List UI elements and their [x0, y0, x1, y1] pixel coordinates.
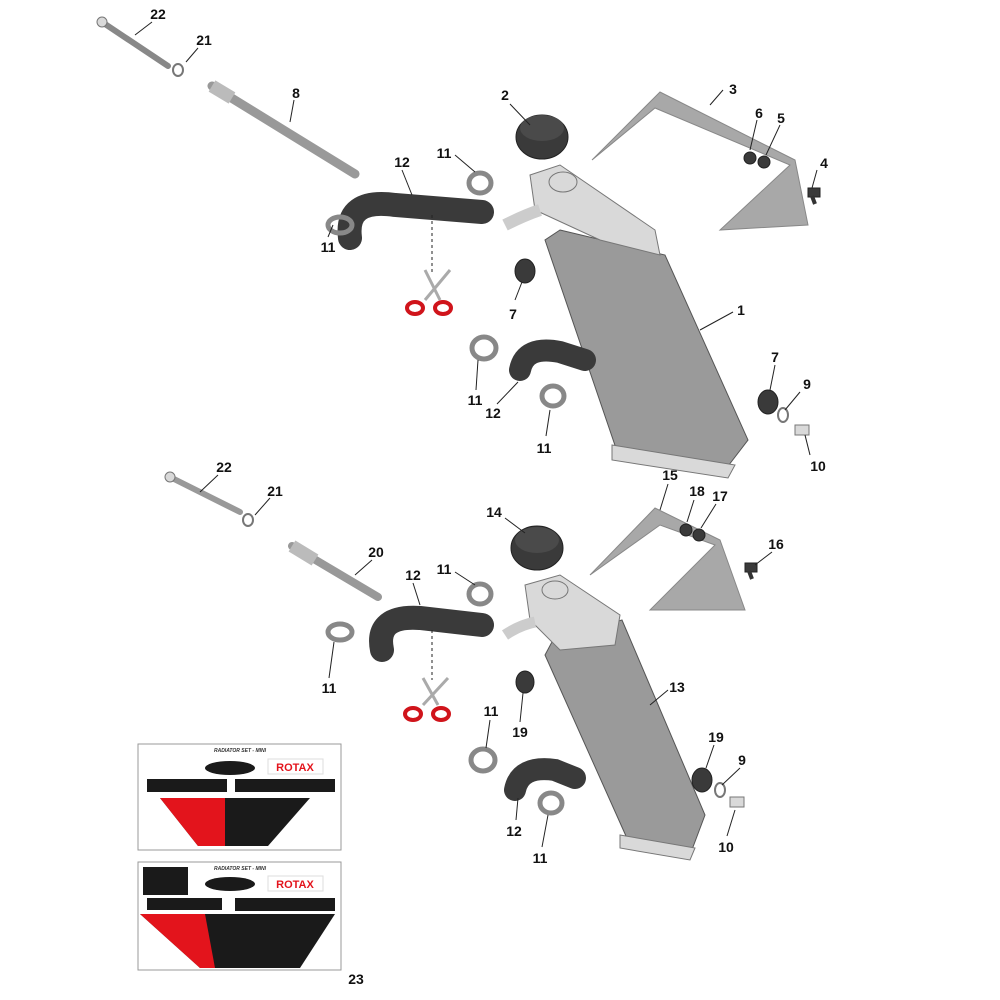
clamp-11-lower-c: [468, 746, 498, 774]
callout-12: 12: [405, 567, 421, 583]
hose-12-lower-b: [504, 758, 586, 801]
clamp-11-upper-b: [325, 214, 355, 236]
washer-9-upper: [777, 407, 789, 423]
cap-2: [515, 114, 569, 160]
grommet-7-upper-a: [514, 258, 536, 284]
grommet-17: [692, 528, 706, 542]
callout-23: 23: [348, 971, 364, 987]
radiator-1: [502, 164, 749, 479]
callout-5: 5: [777, 110, 785, 126]
callout-7: 7: [771, 349, 779, 365]
leader-lines: [134, 21, 818, 848]
grommet-19-lower-a: [515, 670, 535, 694]
callout-11: 11: [437, 561, 452, 577]
hose-12-lower-a: [369, 605, 494, 662]
sticker-sheet-1: RADIATOR SET - MINI ROTAX: [137, 743, 342, 851]
grommet-6: [743, 151, 757, 165]
clamp-11-upper-a: [466, 170, 494, 196]
callout-numbers: 22 21 8 2 3 6 5 4 11 12 11 7 1 7 9 11 12…: [150, 6, 828, 987]
callout-2: 2: [501, 87, 509, 103]
bracket-15: [589, 507, 746, 611]
bolt-22-lower: [164, 471, 243, 515]
callout-10: 10: [718, 839, 734, 855]
callout-22: 22: [216, 459, 232, 475]
sticker-sheet-2: RADIATOR SET - MINI ROTAX: [137, 861, 342, 971]
callout-14: 14: [486, 504, 502, 520]
callout-21: 21: [267, 483, 283, 499]
callout-12: 12: [506, 823, 522, 839]
scissors-icon: [403, 676, 451, 722]
grommet-18: [679, 523, 693, 537]
clamp-11-lower-a: [466, 581, 494, 607]
scissors-icon: [405, 269, 453, 316]
callout-12: 12: [394, 154, 410, 170]
washer-21-lower: [242, 513, 254, 527]
callout-7: 7: [509, 306, 517, 322]
hose-12-upper-b: [509, 339, 596, 381]
svg-text:ROTAX: ROTAX: [276, 762, 314, 774]
grommet-7-upper-b: [757, 389, 779, 415]
bracket-3: [591, 91, 809, 231]
callout-21: 21: [196, 32, 212, 48]
callout-19: 19: [708, 729, 724, 745]
callout-3: 3: [729, 81, 737, 97]
callout-22: 22: [150, 6, 166, 22]
callout-9: 9: [738, 752, 746, 768]
washer-21-upper: [172, 63, 184, 77]
grommet-5: [757, 155, 771, 169]
sticker-sheet-title: RADIATOR SET - MINI: [214, 866, 267, 872]
screw-4: [807, 187, 821, 205]
callout-6: 6: [755, 105, 763, 121]
callout-11: 11: [437, 145, 452, 161]
callout-11: 11: [322, 680, 337, 696]
rod-20: [288, 540, 382, 601]
callout-13: 13: [669, 679, 685, 695]
callout-11: 11: [484, 703, 499, 719]
callout-18: 18: [689, 483, 705, 499]
callout-17: 17: [712, 488, 728, 504]
bolt-10-lower: [729, 796, 745, 808]
washer-9-lower: [714, 782, 726, 798]
svg-text:ROTAX: ROTAX: [276, 879, 314, 891]
callout-4: 4: [820, 155, 828, 171]
radiator-13: [501, 574, 706, 861]
callout-1: 1: [737, 302, 745, 318]
screw-16: [744, 562, 758, 580]
callout-10: 10: [810, 458, 826, 474]
callout-11: 11: [533, 850, 548, 866]
callout-8: 8: [292, 85, 300, 101]
callout-15: 15: [662, 467, 678, 483]
bolt-22-upper: [96, 16, 171, 69]
bolt-10-upper: [794, 424, 810, 436]
callout-19: 19: [512, 724, 528, 740]
grommet-19-lower-b: [691, 767, 713, 793]
callout-11: 11: [321, 239, 336, 255]
sticker-sheet-title: RADIATOR SET - MINI: [214, 748, 267, 754]
rod-8: [207, 80, 360, 179]
hose-12-upper-a: [337, 192, 494, 250]
clamp-11-lower-b: [325, 621, 355, 643]
callout-11: 11: [537, 440, 552, 456]
callout-16: 16: [768, 536, 784, 552]
callout-20: 20: [368, 544, 384, 560]
clamp-11-upper-d: [539, 383, 567, 409]
clamp-11-upper-c: [469, 334, 499, 362]
callout-9: 9: [803, 376, 811, 392]
clamp-11-lower-d: [537, 790, 565, 816]
cap-14: [510, 525, 564, 571]
callout-11: 11: [468, 392, 483, 408]
callout-12: 12: [485, 405, 501, 421]
